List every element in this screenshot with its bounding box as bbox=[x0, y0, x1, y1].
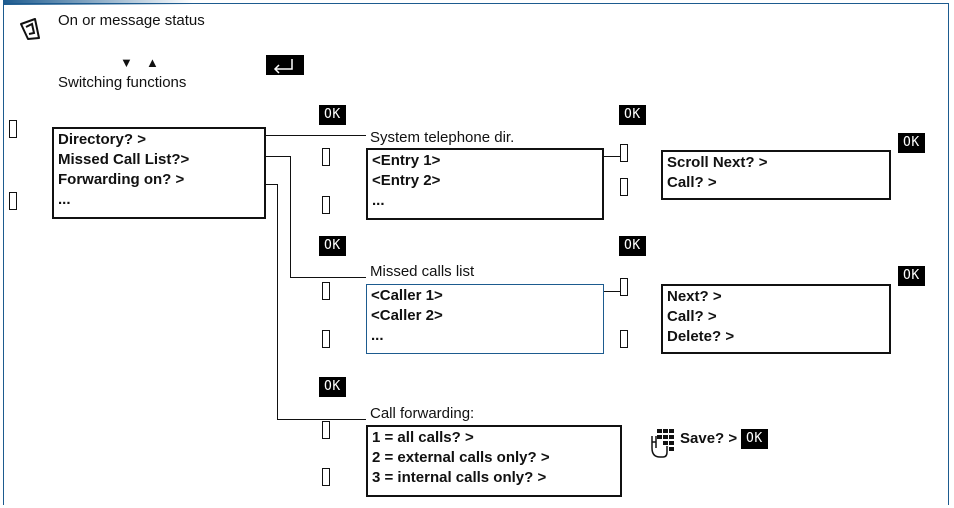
missed-title: Missed calls list bbox=[370, 263, 479, 281]
missed-next[interactable]: Next? > bbox=[667, 288, 722, 305]
directory-title: System telephone dir. bbox=[370, 129, 519, 147]
left-softkey-lower[interactable] bbox=[9, 192, 17, 210]
back-arrow-icon[interactable] bbox=[266, 55, 304, 75]
missed-caller-more: ... bbox=[371, 327, 384, 344]
directory-call[interactable]: Call? > bbox=[667, 174, 717, 191]
diagram-frame bbox=[3, 3, 949, 505]
directory-softkey-upper[interactable] bbox=[322, 148, 330, 166]
ok-button-missed-sub[interactable]: OK bbox=[619, 236, 646, 256]
ok-button-missed-call[interactable]: OK bbox=[898, 266, 925, 286]
save-label: Save? > bbox=[680, 430, 738, 447]
directory-box: <Entry 1> <Entry 2> ... bbox=[366, 148, 604, 220]
switching-label: Switching functions bbox=[58, 74, 187, 91]
top-accent-bar bbox=[3, 0, 193, 5]
forwarding-external-only[interactable]: 2 = external calls only? > bbox=[372, 449, 550, 466]
missed-delete[interactable]: Delete? > bbox=[667, 328, 735, 345]
connector-missed-h2 bbox=[290, 277, 366, 278]
directory-sub-softkey-lower[interactable] bbox=[620, 178, 628, 196]
missed-sub-softkey-lower[interactable] bbox=[620, 330, 628, 348]
connector-missed-v bbox=[290, 156, 291, 278]
directory-entry-1[interactable]: <Entry 1> bbox=[372, 152, 441, 169]
forwarding-softkey-lower[interactable] bbox=[322, 468, 330, 486]
directory-entry-more: ... bbox=[372, 192, 385, 209]
forwarding-title: Call forwarding: bbox=[370, 405, 479, 423]
directory-sub-softkey-upper[interactable] bbox=[620, 144, 628, 162]
connector-forward-v bbox=[277, 184, 278, 420]
missed-submenu-box: Next? > Call? > Delete? > bbox=[661, 284, 891, 354]
status-label: On or message status bbox=[58, 12, 205, 29]
connector-directory bbox=[266, 135, 366, 136]
forwarding-internal-only[interactable]: 3 = internal calls only? > bbox=[372, 469, 547, 486]
connector-missed-sub bbox=[604, 291, 620, 292]
ok-button-directory-sub[interactable]: OK bbox=[619, 105, 646, 125]
main-menu-more: ... bbox=[58, 191, 71, 208]
directory-softkey-lower[interactable] bbox=[322, 196, 330, 214]
directory-entry-2[interactable]: <Entry 2> bbox=[372, 172, 441, 189]
left-softkey-upper[interactable] bbox=[9, 120, 17, 138]
main-menu-missed-calls[interactable]: Missed Call List?> bbox=[58, 151, 190, 168]
arrow-down-icon[interactable]: ▼ bbox=[120, 55, 133, 70]
directory-scroll-next[interactable]: Scroll Next? > bbox=[667, 154, 768, 171]
ok-button-forwarding[interactable]: OK bbox=[319, 377, 346, 397]
missed-box: <Caller 1> <Caller 2> ... bbox=[366, 284, 604, 354]
main-menu-box: Directory? > Missed Call List?> Forwardi… bbox=[52, 127, 266, 219]
ok-button-save[interactable]: OK bbox=[741, 429, 768, 449]
handset-icon bbox=[18, 18, 40, 40]
missed-caller-2[interactable]: <Caller 2> bbox=[371, 307, 443, 324]
arrow-up-icon[interactable]: ▲ bbox=[146, 55, 159, 70]
ok-button-directory-call[interactable]: OK bbox=[898, 133, 925, 153]
connector-directory-sub bbox=[604, 156, 620, 157]
connector-forward-h bbox=[266, 184, 278, 185]
missed-softkey-upper[interactable] bbox=[322, 282, 330, 300]
missed-softkey-lower[interactable] bbox=[322, 330, 330, 348]
forwarding-all-calls[interactable]: 1 = all calls? > bbox=[372, 429, 474, 446]
forwarding-box: 1 = all calls? > 2 = external calls only… bbox=[366, 425, 622, 497]
missed-caller-1[interactable]: <Caller 1> bbox=[371, 287, 443, 304]
directory-submenu-box: Scroll Next? > Call? > bbox=[661, 150, 891, 200]
forwarding-softkey-upper[interactable] bbox=[322, 421, 330, 439]
keypad-hand-icon[interactable] bbox=[648, 428, 676, 460]
connector-forward-h2 bbox=[277, 419, 366, 420]
missed-call[interactable]: Call? > bbox=[667, 308, 717, 325]
missed-sub-softkey-upper[interactable] bbox=[620, 278, 628, 296]
main-menu-directory[interactable]: Directory? > bbox=[58, 131, 146, 148]
ok-button-missed[interactable]: OK bbox=[319, 236, 346, 256]
main-menu-forwarding[interactable]: Forwarding on? > bbox=[58, 171, 185, 188]
connector-missed-h bbox=[266, 156, 290, 157]
ok-button-directory[interactable]: OK bbox=[319, 105, 346, 125]
